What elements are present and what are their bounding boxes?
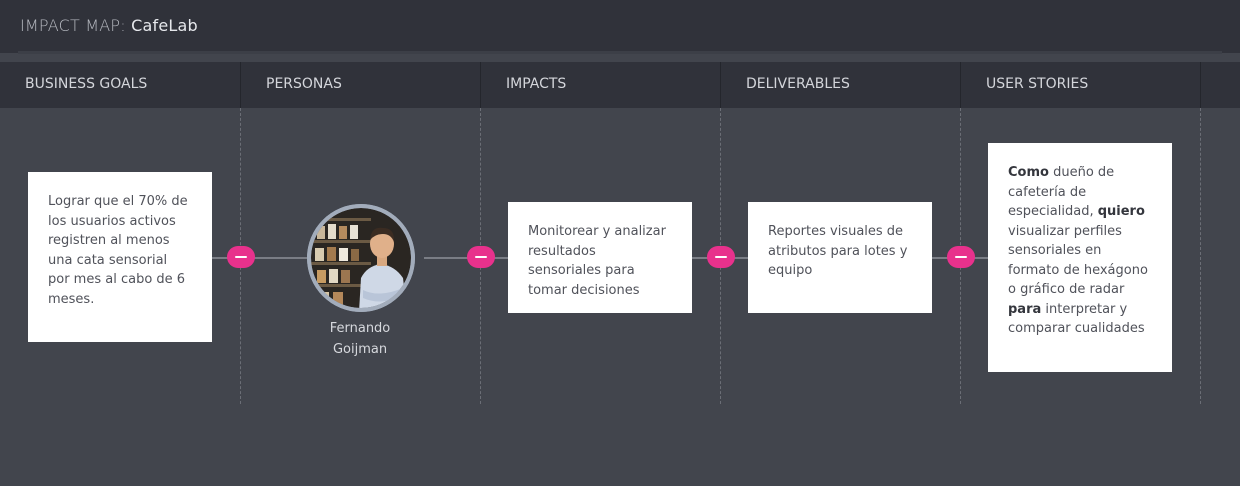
user-story-quiero: quiero	[1097, 204, 1145, 219]
persona-first-name: Fernando	[329, 321, 391, 336]
persona-last-name: Goijman	[332, 342, 388, 357]
app-name: CafeLab	[131, 16, 198, 35]
column-header-personas: PERSONAS	[241, 62, 481, 108]
page-title: IMPACT MAP: CafeLab	[20, 16, 198, 35]
business-goal-card[interactable]: Lograr que el 70% de los usuarios activo…	[28, 172, 212, 342]
collapse-toggle-button[interactable]	[467, 246, 495, 268]
business-goal-text: Lograr que el 70% de los usuarios activo…	[48, 194, 188, 307]
column-header-bar: BUSINESS GOALS PERSONAS IMPACTS DELIVERA…	[0, 62, 1240, 108]
title-bar: IMPACT MAP: CafeLab	[0, 0, 1240, 53]
column-header-business-goals: BUSINESS GOALS	[0, 62, 241, 108]
connector-line	[212, 257, 308, 259]
user-story-como: Como	[1008, 165, 1049, 180]
collapse-toggle-button[interactable]	[707, 246, 735, 268]
column-header-user-stories: USER STORIES	[961, 62, 1201, 108]
user-story-text-2: visualizar perfiles sensoriales en forma…	[1008, 223, 1148, 298]
column-divider	[1200, 108, 1201, 404]
title-prefix: IMPACT MAP:	[20, 16, 126, 35]
persona-avatar[interactable]	[307, 204, 415, 312]
user-story-para: para	[1008, 301, 1042, 317]
column-header-deliverables: DELIVERABLES	[721, 62, 961, 108]
column-header-impacts: IMPACTS	[481, 62, 721, 108]
collapse-toggle-button[interactable]	[227, 246, 255, 268]
collapse-toggle-button[interactable]	[947, 246, 975, 268]
impact-text: Monitorear y analizar resultados sensori…	[528, 224, 666, 298]
deliverable-card[interactable]: Reportes visuales de atributos para lote…	[748, 202, 932, 313]
connector-line	[424, 257, 508, 259]
user-story-text-3: interpretar y comparar cualidades	[1008, 301, 1145, 337]
persona-photo-icon	[307, 204, 415, 312]
impact-card[interactable]: Monitorear y analizar resultados sensori…	[508, 202, 692, 313]
deliverable-text: Reportes visuales de atributos para lote…	[768, 224, 908, 278]
persona-name: Fernando Goijman	[300, 318, 420, 360]
user-story-text-1: dueño de cafetería de especialidad,	[1008, 165, 1115, 219]
user-story-card[interactable]: Como dueño de cafetería de especialidad,…	[988, 143, 1172, 372]
title-bar-shadow	[18, 51, 1222, 54]
